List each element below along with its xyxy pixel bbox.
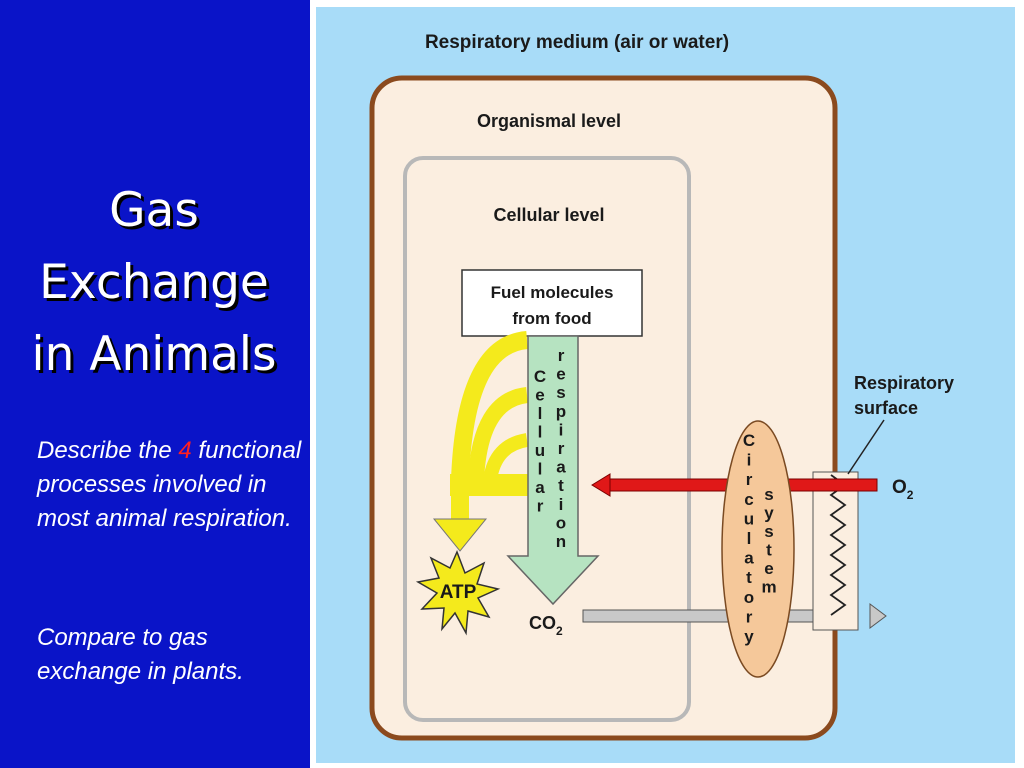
resp-surface-pointer (847, 419, 885, 475)
co2-main: CO (529, 613, 556, 633)
circulatory-letter-5: l (747, 529, 752, 548)
fuel-molecules-box (461, 269, 643, 337)
o2-subscript: 2 (907, 488, 914, 502)
cellular-letter-0: C (534, 367, 546, 386)
fuel-label-line1: Fuel molecules (491, 283, 614, 302)
respiration-letter-7: t (558, 476, 564, 495)
cellular-letter-2: l (538, 404, 543, 423)
system-letter-4: e (764, 559, 773, 578)
o2-label: O2 (892, 477, 914, 502)
cellular-letter-5: l (538, 460, 543, 479)
cellular-letter-1: e (535, 386, 544, 405)
cellular-letters: Cellular (534, 367, 546, 516)
title-line-1: Gas (109, 183, 199, 238)
circulatory-letter-0: C (743, 431, 755, 450)
atp-starburst (415, 550, 501, 636)
respiration-letter-0: r (558, 346, 565, 365)
compare-prompt: Compare to gas exchange in plants. (37, 624, 244, 685)
cellular-letter-3: l (538, 423, 543, 442)
respiration-letter-4: i (559, 420, 564, 439)
cellular-letter-4: u (535, 441, 545, 460)
circulatory-letter-6: a (744, 549, 754, 568)
circulatory-letter-7: t (746, 568, 752, 587)
atp-label: ATP (440, 582, 477, 603)
respiration-arrow (506, 335, 600, 606)
respiration-letter-5: r (558, 439, 565, 458)
atp-arrow-head (432, 518, 488, 552)
respiratory-surface-membrane (829, 474, 847, 616)
slide-title: Gas Exchange in Animals (0, 175, 308, 391)
diagram-panel: Respiratory medium (air or water) Organi… (310, 0, 1024, 768)
system-letter-1: y (764, 504, 774, 523)
organismal-label: Organismal level (477, 111, 621, 131)
co2-arrow-head (869, 603, 887, 629)
describe-prompt: Describe the 4 functional processes invo… (37, 434, 302, 536)
circulatory-letter-4: u (744, 509, 754, 528)
cellular-label: Cellular level (493, 205, 604, 225)
fuel-label-line2: from food (512, 309, 591, 328)
cellular-letter-7: r (537, 497, 544, 516)
circulatory-letter-10: y (744, 627, 754, 646)
system-letter-2: s (764, 522, 773, 541)
system-letter-5: m (761, 578, 776, 597)
left-panel: Gas Exchange in Animals Describe the 4 f… (0, 0, 308, 768)
respiration-letter-6: a (556, 458, 566, 477)
respiration-letter-10: n (556, 532, 566, 551)
circulatory-letter-8: o (744, 588, 754, 607)
respiration-letter-8: i (559, 495, 564, 514)
respiration-letter-1: e (556, 365, 565, 384)
title-line-2: Exchange (39, 255, 269, 310)
o2-arrow-head (591, 473, 611, 497)
co2-subscript: 2 (556, 624, 563, 638)
system-letter-0: s (764, 485, 773, 504)
circulatory-letter-3: c (744, 490, 753, 509)
gas-exchange-diagram: Respiratory medium (air or water) Organi… (316, 7, 1015, 763)
circulatory-letter-2: r (746, 470, 753, 489)
co2-label: CO2 (529, 613, 563, 638)
title-line-3: in Animals (31, 327, 277, 382)
describe-suffix: functional processes involved in most an… (37, 437, 302, 532)
describe-number: 4 (178, 437, 192, 464)
atp-arrow-shaft (450, 474, 530, 496)
circulatory-letter-9: r (746, 607, 753, 626)
medium-label: Respiratory medium (air or water) (425, 32, 729, 53)
respiration-letter-2: s (556, 383, 565, 402)
circulatory-system-oval (721, 420, 795, 678)
system-letter-3: t (766, 541, 772, 560)
circulatory-letter-1: i (747, 451, 752, 470)
resp-surface-label-line2: surface (854, 398, 918, 418)
describe-prefix: Describe the (37, 437, 179, 464)
respiration-letter-9: o (556, 513, 566, 532)
atp-arrow-curve-middle (468, 387, 529, 481)
atp-arrow-curve-outer (451, 331, 529, 520)
cellular-letter-6: a (535, 478, 545, 497)
respiration-letter-3: p (556, 402, 566, 421)
o2-main: O (892, 477, 907, 498)
resp-surface-label-line1: Respiratory (854, 373, 954, 393)
respiration-letters: respiration (556, 346, 566, 551)
